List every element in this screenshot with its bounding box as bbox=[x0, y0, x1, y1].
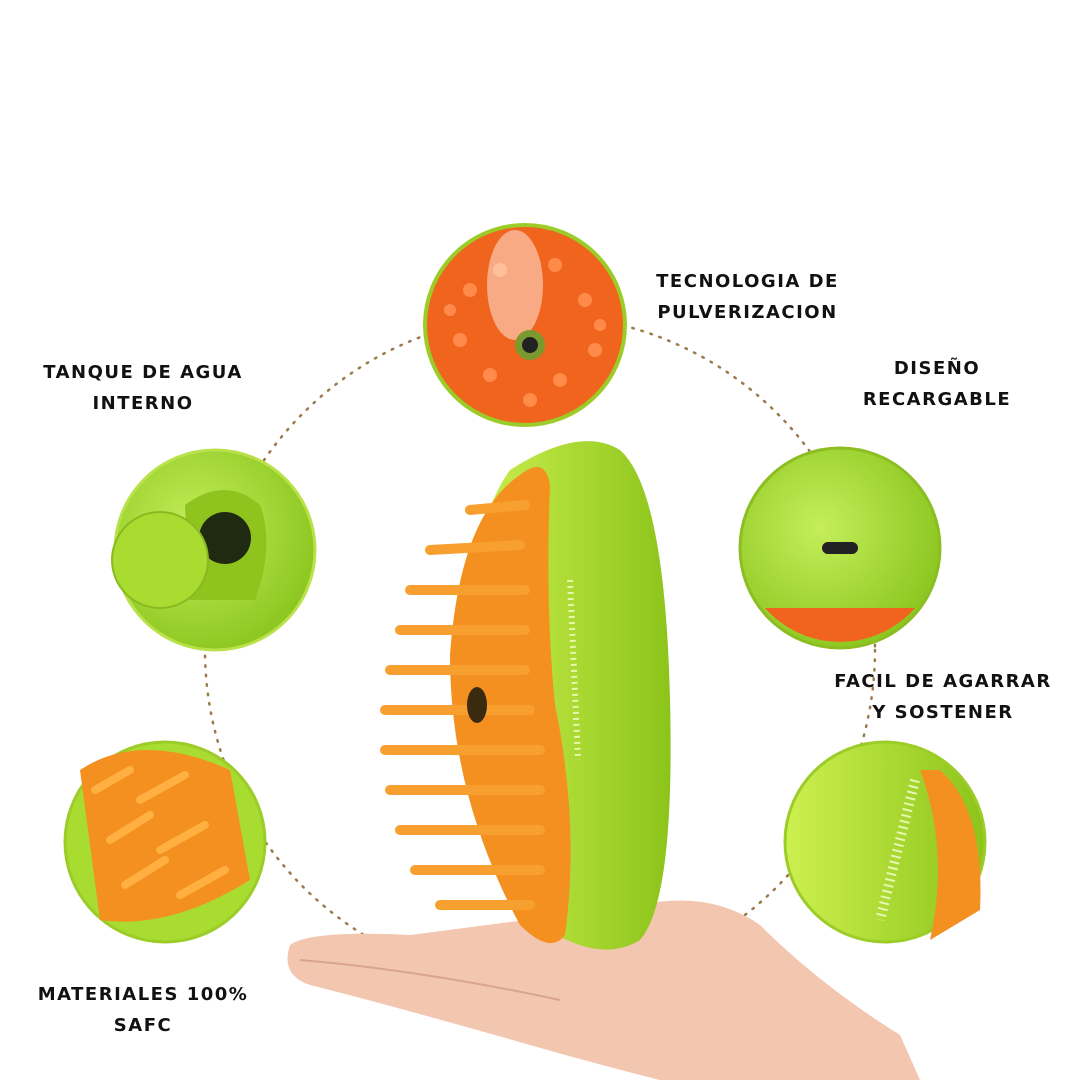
feature-line: Y SOSTENER bbox=[872, 702, 1014, 723]
feature-line: INTERNO bbox=[92, 393, 194, 414]
charging-port-detail-circle bbox=[738, 446, 942, 650]
feature-label-materials: MATERIALES 100% SAFC bbox=[33, 979, 253, 1041]
feature-label-spray: TECNOLOGIA DE PULVERIZACION bbox=[640, 266, 855, 328]
feature-line: RECARGABLE bbox=[862, 389, 1012, 410]
material-detail-circle bbox=[63, 740, 267, 944]
feature-label-water-tank: TANQUE DE AGUA INTERNO bbox=[33, 357, 253, 419]
feature-line: DISEÑO bbox=[893, 358, 981, 379]
feature-line: TANQUE DE AGUA bbox=[43, 362, 243, 383]
feature-line: FACIL DE AGARRAR bbox=[834, 671, 1052, 692]
feature-line: TECNOLOGIA DE bbox=[656, 271, 839, 292]
hand-image bbox=[287, 900, 920, 1080]
grip-detail-circle bbox=[783, 740, 987, 944]
feature-label-grip: FACIL DE AGARRAR Y SOSTENER bbox=[833, 666, 1053, 728]
feature-line: PULVERIZACION bbox=[657, 302, 838, 323]
spray-detail-circle bbox=[423, 223, 627, 427]
feature-line: MATERIALES 100% bbox=[37, 984, 249, 1005]
feature-label-rechargeable: DISEÑO RECARGABLE bbox=[837, 353, 1037, 415]
feature-line: SAFC bbox=[113, 1015, 173, 1036]
water-tank-detail-circle bbox=[111, 448, 317, 652]
brush-product-image bbox=[380, 441, 671, 950]
